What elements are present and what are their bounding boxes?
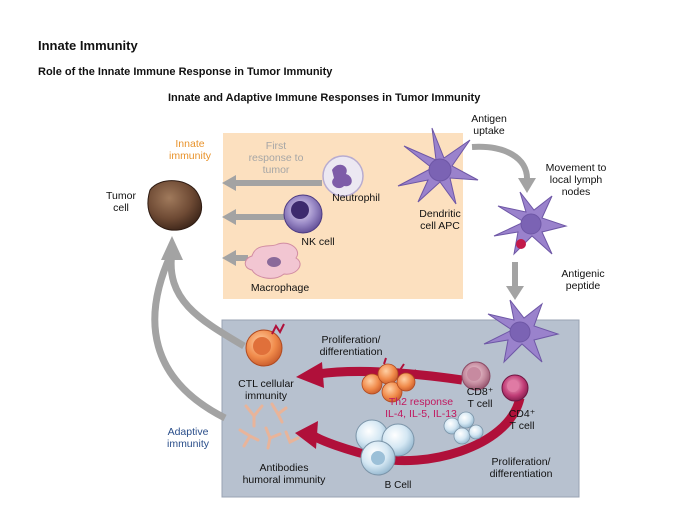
th2-response-line2: IL-4, IL-5, IL-13 [385, 408, 457, 420]
adaptive-immunity-line1: Adaptive [167, 426, 209, 438]
cd4-t-cell-line1: CD4⁺ [508, 408, 536, 420]
cd8-t-cell-line1: CD8⁺ [466, 386, 494, 398]
tumor-cell-icon [147, 180, 203, 231]
antibodies-line2: humoral immunity [242, 474, 326, 486]
tumor-cell-label: Tumor cell [100, 190, 142, 214]
proliferation-bottom-label: Proliferation/ differentiation [476, 456, 566, 480]
antigenic-peptide-line1: Antigenic [561, 268, 605, 280]
adaptive-to-tumor-arrows [151, 236, 246, 422]
ctl-immunity-label: CTL cellular immunity [226, 378, 306, 402]
proliferation-bottom-line1: Proliferation/ [491, 456, 551, 468]
cd4-t-cell-label: CD4⁺ T cell [500, 408, 544, 432]
b-cells-icon [355, 419, 415, 476]
first-response-label: First response to tumor [236, 140, 316, 176]
movement-label: Movement to local lymph nodes [536, 162, 616, 198]
page-title: Innate Immunity [38, 38, 138, 53]
dendritic-cell-line2: cell APC [420, 220, 460, 232]
antigenic-peptide-line2: peptide [565, 280, 601, 292]
proliferating-t-cells-icon [361, 357, 417, 403]
memory-cells-icon [443, 411, 484, 445]
cd8-t-cell-icon [461, 361, 491, 391]
cd4-t-cell-line2: T cell [509, 420, 535, 432]
antibodies-label: Antibodies humoral immunity [234, 462, 334, 486]
adaptive-immunity-line2: immunity [166, 438, 209, 450]
movement-line1: Movement to [545, 162, 607, 174]
neutrophil-icon [322, 155, 364, 197]
page-subtitle: Role of the Innate Immune Response in Tu… [38, 66, 333, 78]
neutrophil-label: Neutrophil [332, 192, 380, 204]
macrophage-label: Macrophage [250, 282, 310, 294]
first-response-line3: tumor [262, 164, 290, 176]
cd8-t-cell-label: CD8⁺ T cell [458, 386, 502, 410]
innate-arrows [222, 175, 322, 266]
innate-immunity-label: Innate immunity [160, 138, 220, 162]
diagram-title: Innate and Adaptive Immune Responses in … [168, 92, 481, 104]
dendritic-cell-icon [397, 127, 479, 205]
tumor-cell-line1: Tumor [106, 190, 136, 202]
antigen-uptake-label: Antigen uptake [462, 113, 516, 137]
proliferation-top-line2: differentiation [319, 346, 383, 358]
dendritic-cell-line1: Dendritic [419, 208, 461, 220]
first-response-line1: First [265, 140, 287, 152]
antibodies-icon [238, 402, 300, 450]
first-response-line2: response to [248, 152, 304, 164]
nk-cell-label: NK cell [301, 236, 335, 248]
presenting-dendritic-cell-icon [483, 299, 560, 364]
migration-arrows [471, 143, 536, 300]
ctl-immunity-line1: CTL cellular [238, 378, 294, 390]
cd4-t-cell-icon [501, 374, 529, 402]
movement-line2: local lymph [549, 174, 603, 186]
tumor-cell-line2: cell [113, 202, 129, 214]
th2-response-label: Th2 response IL-4, IL-5, IL-13 [376, 396, 466, 420]
nk-cell-icon [283, 194, 323, 234]
ctl-cell-icon [245, 323, 285, 367]
antigen-uptake-line1: Antigen [471, 113, 507, 125]
migrating-dendritic-cell-icon [493, 191, 568, 256]
movement-line3: nodes [561, 186, 591, 198]
innate-immunity-line2: immunity [168, 150, 211, 162]
ctl-immunity-line2: immunity [244, 390, 287, 402]
th2-response-line1: Th2 response [388, 396, 454, 408]
b-cell-label: B Cell [384, 480, 412, 491]
proliferation-top-line1: Proliferation/ [321, 334, 381, 346]
macrophage-icon [244, 242, 301, 279]
proliferation-bottom-line2: differentiation [489, 468, 553, 480]
antibodies-line1: Antibodies [259, 462, 309, 474]
antigen-uptake-line2: uptake [473, 125, 505, 137]
proliferation-top-label: Proliferation/ differentiation [306, 334, 396, 358]
cd8-t-cell-line2: T cell [467, 398, 493, 410]
antigenic-peptide-label: Antigenic peptide [548, 268, 618, 292]
innate-immunity-line1: Innate [175, 138, 205, 150]
adaptive-immunity-label: Adaptive immunity [158, 426, 218, 450]
dendritic-cell-label: Dendritic cell APC [408, 208, 472, 232]
